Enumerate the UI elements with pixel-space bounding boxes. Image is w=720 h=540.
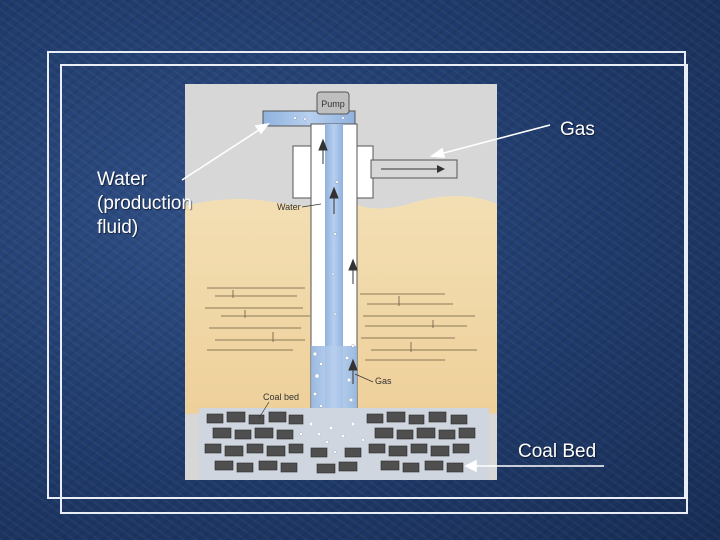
production-tubing: [325, 124, 343, 414]
pump-label: Pump: [321, 99, 345, 109]
coalbed-methane-well-diagram: Pump: [185, 84, 497, 480]
gas-callout: Gas: [560, 119, 595, 140]
strata-lines: [205, 287, 477, 361]
coal-bed-callout: Coal Bed: [518, 441, 597, 462]
coal-gas-bubbles: [299, 421, 365, 454]
coal-blocks: [204, 411, 476, 474]
pump: [316, 91, 350, 115]
water-callout-line-1: Water: [97, 169, 147, 190]
slide-frame-outer: [47, 51, 686, 499]
water-callout: Water (production fluid): [97, 168, 237, 240]
water-outlet-pipe: [262, 110, 356, 127]
water-label: Water: [277, 202, 301, 212]
coal-bed-label: Coal bed: [263, 392, 299, 402]
water-callout-line-3: fluid): [97, 217, 139, 238]
gas-label: Gas: [375, 376, 392, 386]
slide-frame-inner: [60, 64, 688, 514]
gas-bubbles: [293, 116, 355, 408]
water-callout-line-2: (production: [97, 193, 193, 214]
flow-arrows: [318, 138, 358, 384]
